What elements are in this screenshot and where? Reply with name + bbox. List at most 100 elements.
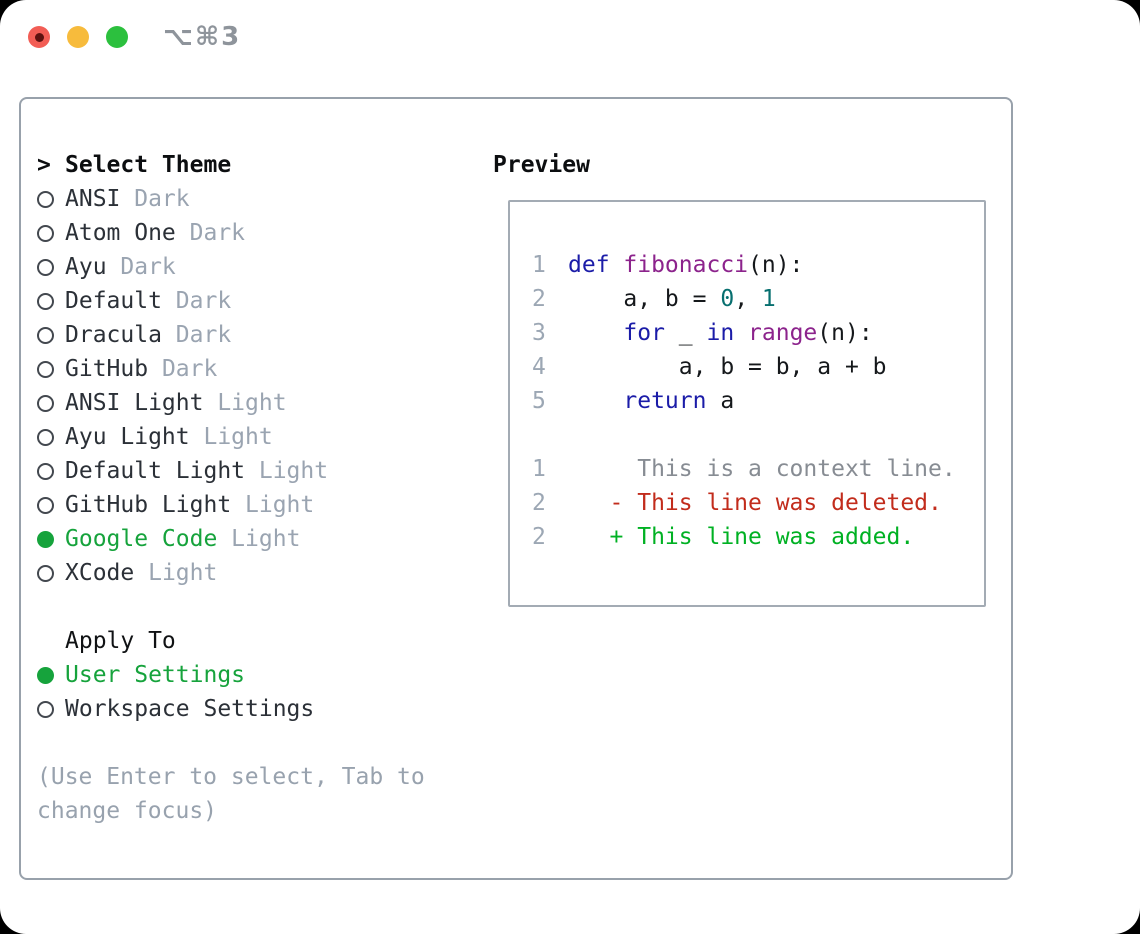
code-token-plain: a, b = bbox=[568, 286, 721, 312]
code-token-plain bbox=[734, 316, 748, 350]
option-label: GitHub Light bbox=[65, 492, 232, 518]
minimize-button[interactable] bbox=[67, 26, 89, 48]
line-number bbox=[532, 418, 568, 452]
line-number: 2 bbox=[532, 286, 546, 312]
radio-unselected-icon bbox=[37, 394, 54, 412]
code-line: 2 + This line was added. bbox=[532, 520, 984, 554]
code-line: 1 This is a context line. bbox=[532, 452, 984, 486]
code-token-lit: 1 bbox=[761, 286, 776, 312]
radio-selected-icon bbox=[37, 666, 54, 684]
close-dot-icon bbox=[34, 32, 44, 42]
line-number: 1 bbox=[532, 252, 546, 278]
option-github-light[interactable]: GitHub Light Light bbox=[37, 488, 487, 522]
line-number: 4 bbox=[532, 354, 546, 380]
option-label: Ayu bbox=[65, 254, 107, 280]
theme-variant-tag: Dark bbox=[175, 220, 246, 246]
option-label: Workspace Settings bbox=[65, 696, 315, 722]
code-line: 3 for _ in range(n): bbox=[532, 316, 984, 350]
line-number: 1 bbox=[532, 456, 546, 482]
close-button[interactable] bbox=[28, 26, 50, 48]
zoom-button[interactable] bbox=[106, 26, 128, 48]
option-ansi-light[interactable]: ANSI Light Light bbox=[37, 386, 487, 420]
option-workspace-settings[interactable]: Workspace Settings bbox=[37, 692, 487, 726]
option-google-code[interactable]: Google Code Light bbox=[37, 522, 487, 556]
code-token-lit: 0 bbox=[720, 286, 735, 312]
radio-unselected-icon bbox=[37, 190, 54, 208]
radio-selected-icon bbox=[37, 530, 54, 548]
code-token-kw: for bbox=[623, 320, 665, 346]
theme-variant-tag: Dark bbox=[161, 322, 232, 348]
theme-variant-tag: Dark bbox=[106, 254, 176, 280]
option-ayu[interactable]: Ayu Dark bbox=[37, 250, 487, 284]
theme-variant-tag: Dark bbox=[148, 356, 218, 382]
code-token-kw: return bbox=[623, 388, 707, 414]
radio-unselected-icon bbox=[37, 428, 54, 446]
option-label: Default Light bbox=[65, 458, 246, 484]
option-label: GitHub bbox=[65, 356, 149, 382]
window-title: ⌥⌘3 bbox=[163, 22, 242, 52]
code-token-ctx: This is a context line. bbox=[568, 456, 956, 482]
option-user-settings[interactable]: User Settings bbox=[37, 658, 487, 692]
option-label: XCode bbox=[65, 560, 135, 586]
code-line: 5 return a bbox=[532, 384, 984, 418]
heading-apply-to: Apply To bbox=[37, 624, 487, 658]
line-number: 2 bbox=[532, 490, 546, 516]
radio-unselected-icon bbox=[37, 462, 54, 480]
code-token-kw: in bbox=[706, 320, 735, 346]
option-label: ANSI Light bbox=[65, 390, 204, 416]
radio-unselected-icon bbox=[37, 224, 54, 242]
code-line: 2 a, b = 0, 1 bbox=[532, 282, 984, 316]
theme-variant-tag: Light bbox=[134, 560, 218, 586]
line-number: 2 bbox=[532, 524, 546, 550]
option-label: ANSI bbox=[65, 186, 121, 212]
option-label: User Settings bbox=[65, 662, 246, 688]
code-token-plain: (n): bbox=[817, 320, 873, 346]
code-line: 4 a, b = b, a + b bbox=[532, 350, 984, 384]
code-token-plain: (n): bbox=[748, 252, 804, 278]
code-token-plain bbox=[568, 316, 623, 350]
option-label: Google Code bbox=[65, 526, 218, 552]
option-dracula[interactable]: Dracula Dark bbox=[37, 318, 487, 352]
line-number: 5 bbox=[532, 388, 546, 414]
theme-variant-tag: Dark bbox=[120, 186, 190, 212]
option-default[interactable]: Default Dark bbox=[37, 284, 487, 318]
theme-variant-tag: Light bbox=[231, 492, 315, 518]
theme-variant-tag: Light bbox=[189, 424, 273, 450]
option-default-light[interactable]: Default Light Light bbox=[37, 454, 487, 488]
option-label: Atom One bbox=[65, 220, 176, 246]
section-label: Select Theme bbox=[65, 152, 232, 178]
prompt-arrow-icon: > bbox=[37, 152, 51, 178]
code-token-fn: range bbox=[748, 320, 818, 346]
option-ayu-light[interactable]: Ayu Light Light bbox=[37, 420, 487, 454]
option-label: Default bbox=[65, 288, 162, 314]
hint-text: change focus) bbox=[37, 798, 218, 824]
blank-row bbox=[37, 726, 487, 760]
line-number: 3 bbox=[532, 320, 546, 346]
theme-variant-tag: Light bbox=[203, 390, 287, 416]
blank-code-line bbox=[532, 418, 984, 452]
theme-variant-tag: Light bbox=[245, 458, 329, 484]
radio-unselected-icon bbox=[37, 258, 54, 276]
radio-unselected-icon bbox=[37, 564, 54, 582]
option-ansi[interactable]: ANSI Dark bbox=[37, 182, 487, 216]
radio-unselected-icon bbox=[37, 700, 54, 718]
option-atom-one[interactable]: Atom One Dark bbox=[37, 216, 487, 250]
code-token-plain bbox=[568, 384, 623, 418]
theme-variant-tag: Light bbox=[217, 526, 301, 552]
bullet-spacer bbox=[37, 624, 65, 658]
hint-text: (Use Enter to select, Tab to bbox=[37, 764, 425, 790]
radio-unselected-icon bbox=[37, 326, 54, 344]
option-label: Dracula bbox=[65, 322, 162, 348]
radio-unselected-icon bbox=[37, 292, 54, 310]
prompt-select-theme: > Select Theme bbox=[37, 148, 487, 182]
theme-variant-tag: Dark bbox=[161, 288, 232, 314]
code-token-fn: fibonacci bbox=[623, 252, 749, 278]
code-token-plain: _ bbox=[664, 320, 707, 346]
option-xcode[interactable]: XCode Light bbox=[37, 556, 487, 590]
option-github[interactable]: GitHub Dark bbox=[37, 352, 487, 386]
